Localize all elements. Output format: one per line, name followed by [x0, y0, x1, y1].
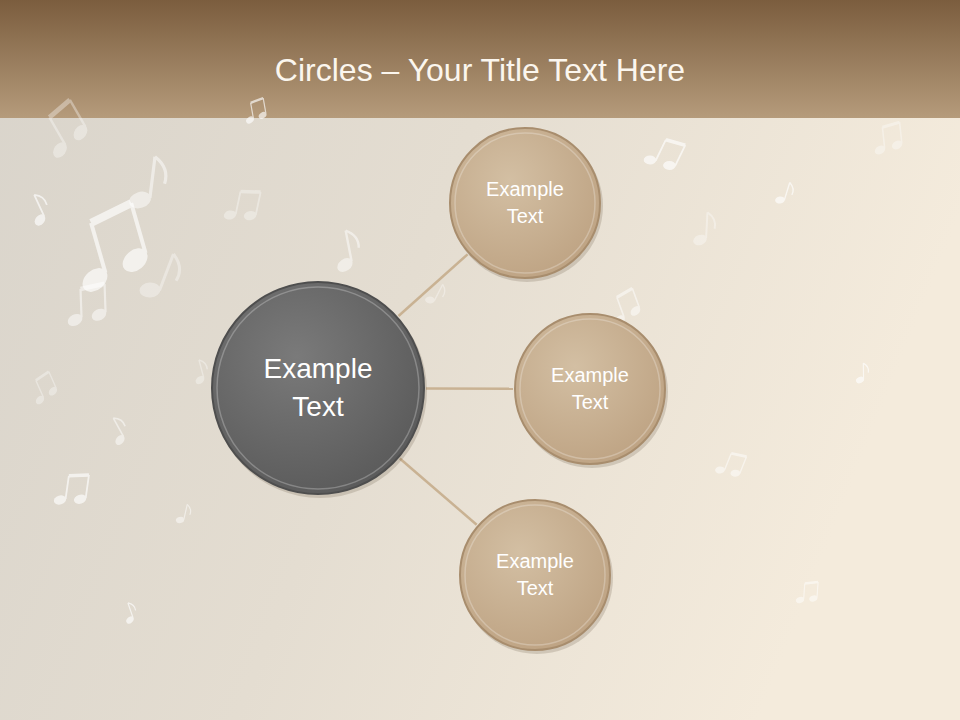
circle-outline [513, 312, 667, 466]
music-notes [22, 98, 904, 626]
connector-line [399, 254, 468, 316]
music-note [329, 229, 364, 276]
node-text: Example Text [475, 176, 575, 230]
music-note [134, 246, 185, 308]
music-note [25, 371, 61, 407]
title: Circles – Your Title Text Here [0, 52, 960, 89]
music-note [773, 180, 796, 208]
music-note [640, 131, 687, 178]
example-circle: Example Text [513, 312, 667, 466]
music-note [103, 415, 133, 449]
music-note [64, 284, 108, 329]
music-note [174, 502, 192, 526]
connector-line [426, 387, 513, 390]
music-note [221, 185, 263, 227]
title-text: Circles – Your Title Text Here [275, 52, 685, 88]
music-note [32, 98, 96, 162]
music-note [189, 358, 211, 386]
music-note [871, 122, 905, 157]
node-text: Example Text [248, 350, 388, 426]
title-band [0, 0, 960, 118]
music-note [52, 470, 92, 510]
music-note [855, 363, 869, 385]
music-note [691, 212, 716, 249]
example-circle: Example Text [458, 498, 612, 652]
music-note [120, 601, 140, 626]
music-note [242, 98, 269, 125]
music-note [61, 202, 158, 299]
circle-outline [210, 280, 426, 496]
main-circle: Example Text [210, 280, 426, 496]
connector-line [400, 459, 477, 525]
circle-outline [458, 498, 612, 652]
node-text: Example Text [540, 362, 640, 416]
music-note [713, 447, 749, 483]
music-note [795, 580, 820, 605]
circle-outline [448, 126, 602, 280]
example-circle: Example Text [448, 126, 602, 280]
music-note [22, 192, 54, 230]
node-text: Example Text [485, 548, 585, 602]
